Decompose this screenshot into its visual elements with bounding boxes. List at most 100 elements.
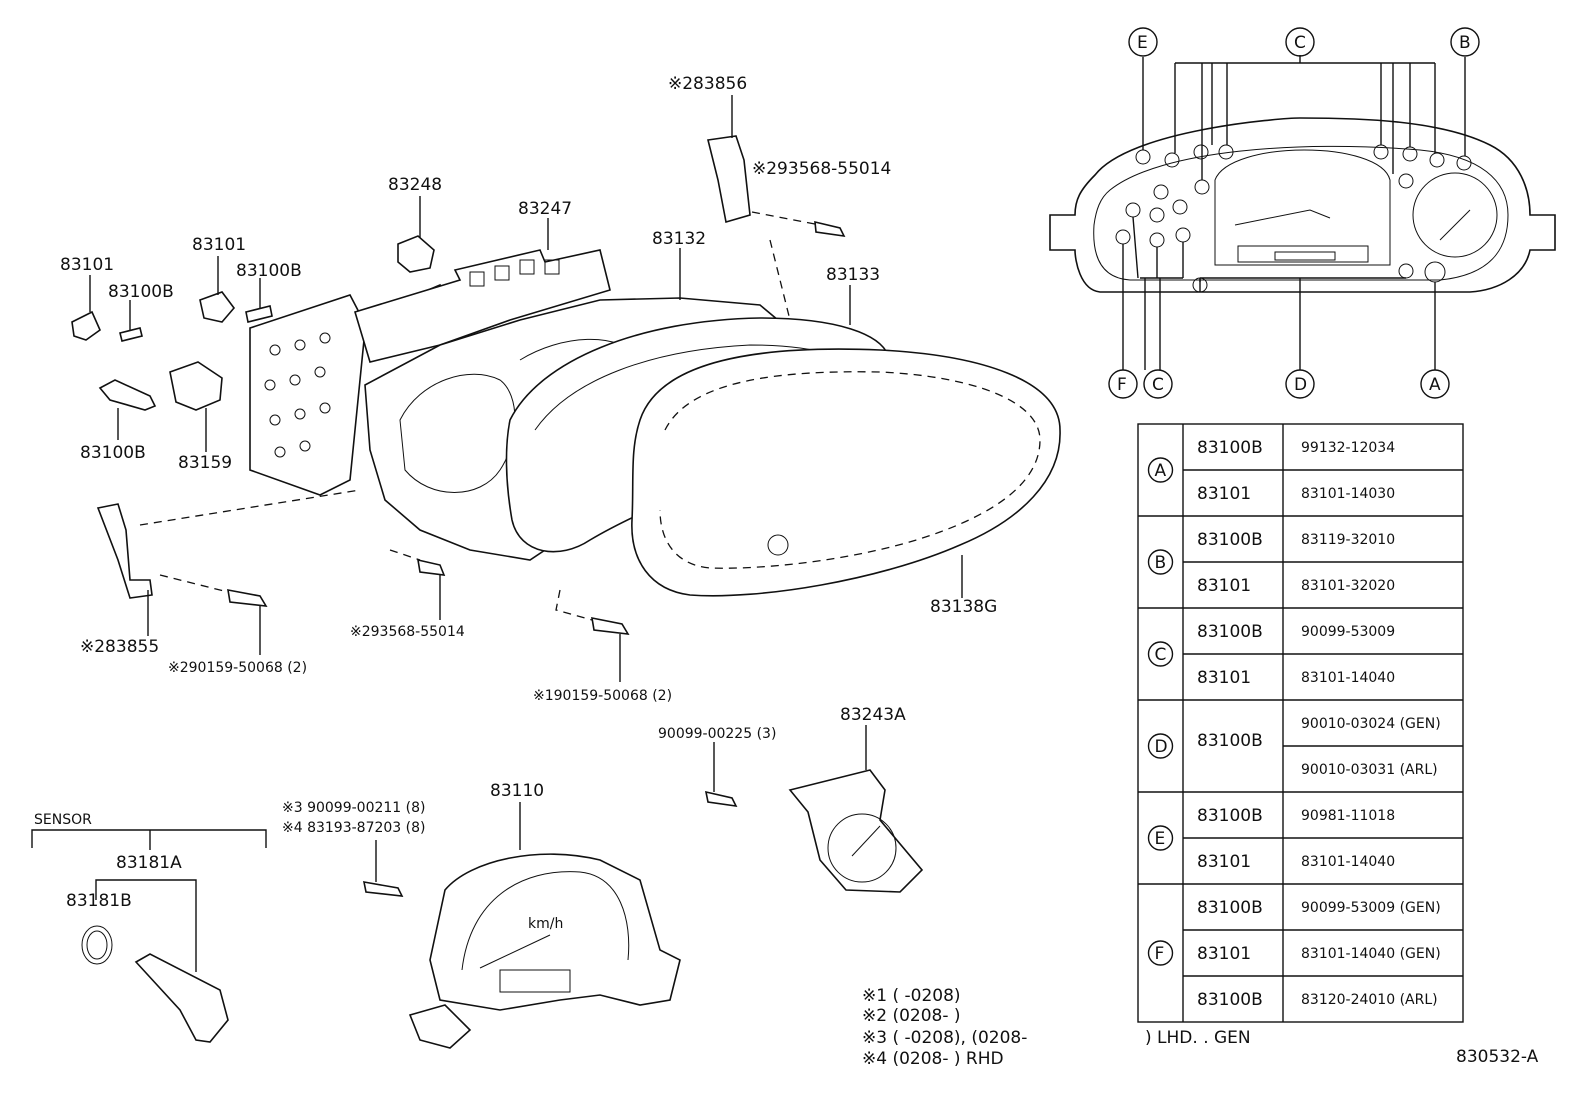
glass-part <box>631 348 1061 597</box>
label-83855: ※283855 <box>80 637 159 657</box>
note-2: ※2 (0208- ) <box>862 1006 961 1026</box>
table-part-code: 83100B <box>1197 731 1263 751</box>
label-83856: ※283856 <box>668 74 747 94</box>
table-part-number: 83119-32010 <box>1301 532 1395 548</box>
label-83181b: 83181B <box>66 891 132 911</box>
table-group-circle <box>1147 457 1174 483</box>
note-3-suffix: ) LHD. . GEN <box>1145 1028 1251 1048</box>
o-ring-part <box>81 925 113 965</box>
note-3: ※3 ( -0208), (0208- <box>862 1028 1027 1048</box>
screw-part-speedo <box>362 881 404 897</box>
table-part-number: 83101-14040 <box>1301 670 1395 686</box>
note-4: ※4 (0208- ) RHD <box>862 1049 1004 1069</box>
meter-housing <box>1049 117 1556 293</box>
circle-label-a: A <box>1429 375 1441 395</box>
table-part-code: 83101 <box>1197 668 1251 688</box>
table-part-number: 83120-24010 (ARL) <box>1301 992 1438 1008</box>
screw-part-top <box>814 220 846 238</box>
label-83247: 83247 <box>518 199 572 219</box>
table-part-code: 83100B <box>1197 530 1263 550</box>
table-part-code: 83100B <box>1197 806 1263 826</box>
label-83100b-b: 83100B <box>236 261 302 281</box>
table-part-code: 83101 <box>1197 484 1251 504</box>
table-group-label: B <box>1155 553 1167 573</box>
table-part-code: 83100B <box>1197 438 1263 458</box>
table-group-label: D <box>1155 737 1168 757</box>
circle-label-e: E <box>1137 33 1148 53</box>
gauges-view: 90099-00225 (3) 83243A 83110 km/h ※3 900… <box>282 705 924 1049</box>
fuel-gauge-part <box>788 769 924 893</box>
label-83132: 83132 <box>652 229 706 249</box>
table-group-label: E <box>1155 829 1166 849</box>
diagram-code: 830532-A <box>1456 1047 1539 1067</box>
label-83101-a: 83101 <box>60 255 114 275</box>
table-part-code: 83101 <box>1197 944 1251 964</box>
socket-part-a <box>71 310 101 341</box>
table-group-circle <box>1147 940 1174 966</box>
table-part-code: 83100B <box>1197 622 1263 642</box>
table-part-number: 90981-11018 <box>1301 808 1395 824</box>
label-90099-00211: ※3 90099-00211 (8) <box>282 800 426 816</box>
table-part-number: 90099-53009 <box>1301 624 1395 640</box>
meter-front-view: E C B F C D A <box>1049 27 1556 399</box>
bracket-part-left <box>96 503 153 599</box>
label-83248: 83248 <box>388 175 442 195</box>
sensor-label: SENSOR <box>34 812 92 828</box>
notes: ※1 ( -0208) ※2 (0208- ) ※3 ( -0208), (02… <box>862 986 1539 1069</box>
circle-label-c-top: C <box>1294 33 1306 53</box>
table-part-number: 99132-12034 <box>1301 440 1395 456</box>
socket-part-b <box>199 291 236 323</box>
note-1: ※1 ( -0208) <box>862 986 961 1006</box>
table-group-label: C <box>1155 645 1167 665</box>
label-83110: 83110 <box>490 781 544 801</box>
table-part-number: 83101-14040 (GEN) <box>1301 946 1441 962</box>
table-part-number: 90099-53009 (GEN) <box>1301 900 1441 916</box>
label-93568-top: ※293568-55014 <box>752 159 891 179</box>
table-part-number: 90010-03024 (GEN) <box>1301 716 1441 732</box>
table-part-number: 83101-14030 <box>1301 486 1395 502</box>
screw-part-left <box>227 589 268 607</box>
label-83138g: 83138G <box>930 597 997 617</box>
screw-part-gauge <box>704 790 738 808</box>
bulb-part-b <box>245 305 273 323</box>
table-part-code: 83100B <box>1197 898 1263 918</box>
circle-label-b: B <box>1459 33 1471 53</box>
table-part-code: 83101 <box>1197 576 1251 596</box>
bulb-part-c <box>98 379 157 411</box>
label-90159-b: ※190159-50068 (2) <box>533 688 672 704</box>
table-part-code: 83100B <box>1197 990 1263 1010</box>
label-83193-87203: ※4 83193-87203 (8) <box>282 820 426 836</box>
table-group-circle <box>1147 733 1174 759</box>
screw-part-bottom <box>591 616 630 635</box>
label-83133: 83133 <box>826 265 880 285</box>
bracket-part-top <box>707 135 751 224</box>
socket-part-c <box>397 235 435 273</box>
table-group-circle <box>1147 549 1174 575</box>
sensor-group: SENSOR 83181A 83181B <box>31 812 267 1043</box>
table-part-code: 83101 <box>1197 852 1251 872</box>
speedometer-part <box>429 853 681 1011</box>
label-83159: 83159 <box>178 453 232 473</box>
label-83243a: 83243A <box>840 705 906 725</box>
label-83181a: 83181A <box>116 853 182 873</box>
label-90159-a: ※290159-50068 (2) <box>168 660 307 676</box>
label-90099-00225: 90099-00225 (3) <box>658 726 776 742</box>
table-part-number: 83101-14040 <box>1301 854 1395 870</box>
table-group-label: F <box>1155 944 1165 964</box>
label-93568-mid: ※293568-55014 <box>350 624 465 640</box>
label-83101-b: 83101 <box>192 235 246 255</box>
connector-part <box>169 361 223 411</box>
label-83100b-c: 83100B <box>80 443 146 463</box>
circle-label-f: F <box>1117 375 1127 395</box>
circle-label-d: D <box>1294 375 1307 395</box>
printed-circuit-plate-part <box>354 249 611 363</box>
table-part-number: 83101-32020 <box>1301 578 1395 594</box>
speed-sensor-part <box>134 953 229 1043</box>
table-group-label: A <box>1155 461 1167 481</box>
table-group-circle <box>1147 825 1174 851</box>
table-part-number: 90010-03031 (ARL) <box>1301 762 1438 778</box>
speedo-unit-label: km/h <box>528 916 563 932</box>
label-83100b-a: 83100B <box>108 282 174 302</box>
